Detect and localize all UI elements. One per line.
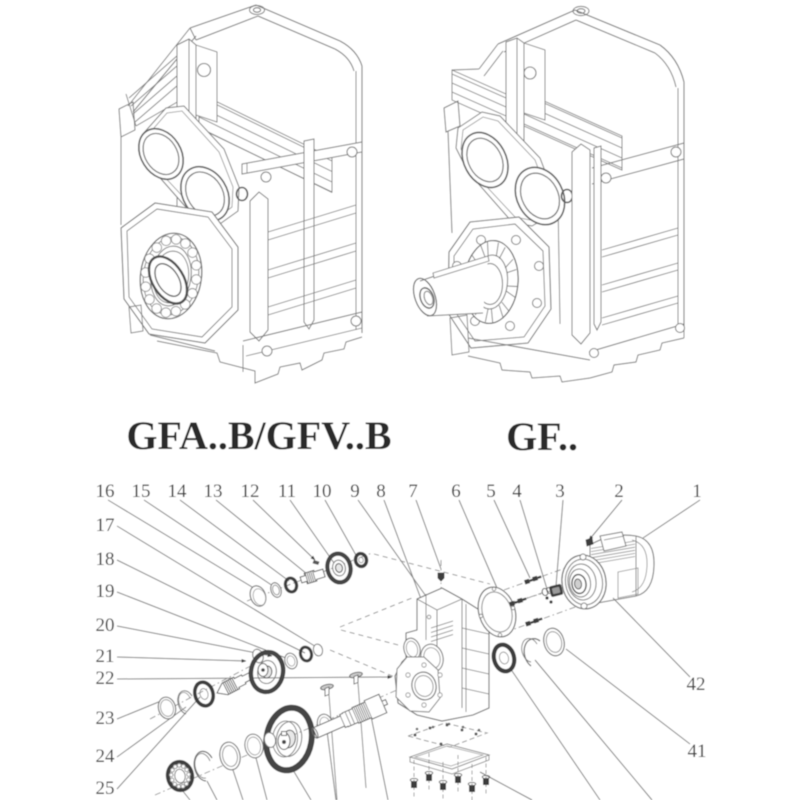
svg-text:GF..: GF.. [506,414,578,459]
svg-text:5: 5 [486,481,496,502]
svg-text:6: 6 [451,481,461,502]
svg-text:20: 20 [96,615,115,636]
svg-text:19: 19 [96,581,115,602]
svg-text:2: 2 [614,481,624,502]
svg-text:11: 11 [278,481,296,502]
svg-text:41: 41 [688,741,707,762]
svg-text:22: 22 [96,668,115,689]
svg-text:4: 4 [512,481,522,502]
svg-text:1: 1 [692,481,702,502]
svg-text:24: 24 [96,746,116,767]
svg-text:7: 7 [408,481,418,502]
svg-text:21: 21 [96,646,115,667]
svg-text:GFA..B/GFV..B: GFA..B/GFV..B [126,413,391,458]
svg-text:10: 10 [313,481,332,502]
svg-text:23: 23 [96,708,115,729]
svg-text:13: 13 [204,481,223,502]
svg-text:25: 25 [96,778,115,799]
svg-text:3: 3 [555,481,565,502]
svg-text:14: 14 [168,481,188,502]
svg-text:16: 16 [96,481,115,502]
svg-text:12: 12 [241,481,260,502]
svg-text:15: 15 [132,481,151,502]
svg-text:42: 42 [687,674,706,695]
svg-text:18: 18 [96,549,115,570]
svg-text:9: 9 [350,481,360,502]
svg-text:17: 17 [96,515,115,536]
svg-text:8: 8 [376,481,386,502]
